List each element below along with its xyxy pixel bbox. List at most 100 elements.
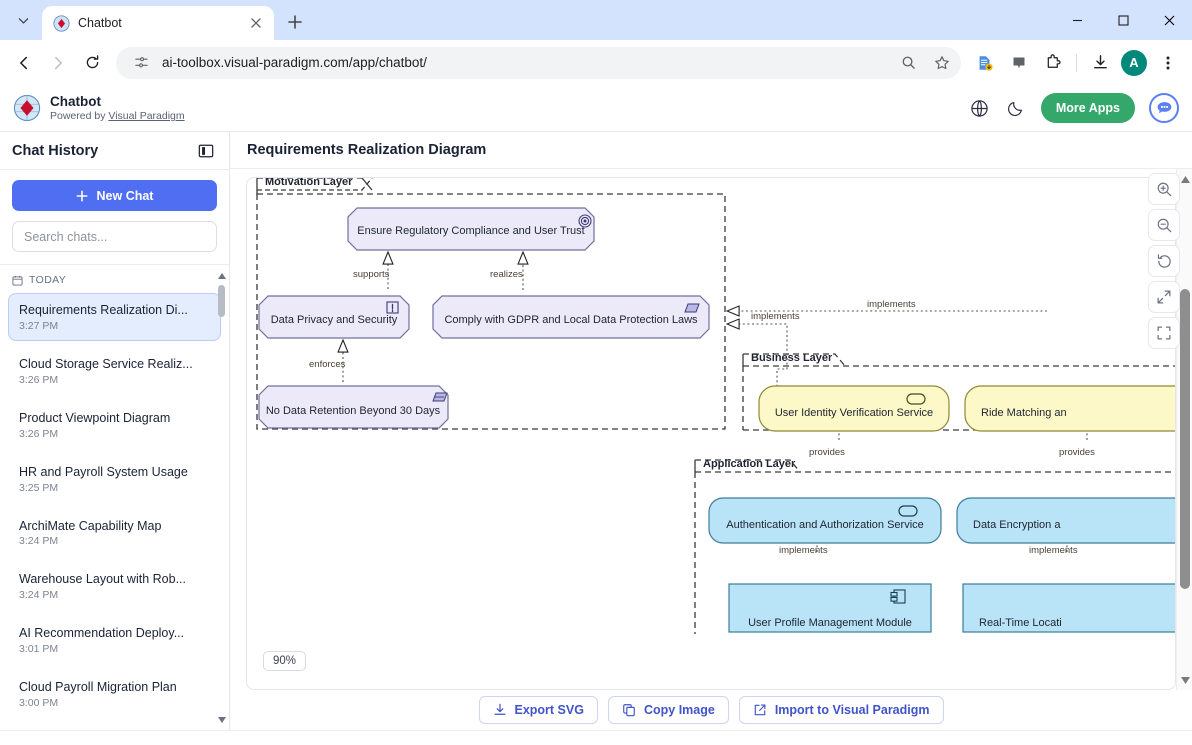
diagram-element-requirement[interactable]: Comply with GDPR and Local Data Protecti… — [432, 295, 710, 339]
chat-list-item[interactable]: Cloud Payroll Migration Plan 3:00 PM — [8, 670, 221, 718]
chat-item-time: 3:26 PM — [19, 373, 59, 386]
scroll-up-arrow-icon[interactable] — [217, 271, 226, 280]
window-maximize-button[interactable] — [1100, 0, 1146, 40]
tab-search-chevron-icon[interactable] — [4, 3, 42, 37]
new-chat-label: New Chat — [96, 188, 154, 203]
profile-avatar[interactable]: A — [1121, 49, 1147, 76]
copy-image-button[interactable]: Copy Image — [607, 696, 729, 724]
site-settings-icon[interactable] — [128, 50, 154, 76]
scroll-down-arrow-icon[interactable] — [217, 715, 226, 724]
more-apps-button[interactable]: More Apps — [1040, 93, 1135, 123]
connection-label: enforces — [309, 359, 346, 370]
page-scrollbar[interactable] — [1176, 169, 1192, 690]
address-bar[interactable]: ai-toolbox.visual-paradigm.com/app/chatb… — [116, 46, 961, 79]
chat-list-item[interactable]: ArchiMate Capability Map 3:24 PM — [8, 509, 221, 557]
diagram-header: Requirements Realization Diagram — [230, 132, 1192, 169]
chat-item-time: 3:26 PM — [19, 427, 59, 440]
page-scroll-up-icon[interactable] — [1177, 171, 1192, 187]
app-subtitle-prefix: Powered by — [50, 110, 109, 123]
sidebar-header: Chat History — [0, 132, 229, 170]
tab-close-icon[interactable] — [246, 13, 266, 33]
element-label: Data Privacy and Security — [271, 314, 398, 326]
reload-icon[interactable] — [76, 47, 108, 79]
app-title: Chatbot — [50, 93, 101, 109]
window-minimize-button[interactable] — [1054, 0, 1100, 40]
chat-item-name: AI Recommendation Deploy... — [19, 626, 185, 641]
chat-group-label: TODAY — [29, 274, 67, 286]
diagram-canvas[interactable]: Motivation Layer Business Layer Applicat… — [246, 177, 1176, 690]
principle-icon — [386, 301, 399, 314]
export-svg-label: Export SVG — [514, 703, 584, 717]
element-label: Ensure Regulatory Compliance and User Tr… — [357, 225, 584, 237]
back-icon[interactable] — [8, 47, 40, 79]
layer-label-motivation: Motivation Layer — [265, 177, 353, 188]
connection-label: realizes — [490, 269, 523, 280]
service-icon — [898, 505, 918, 517]
diagram-element-constraint[interactable]: No Data Retention Beyond 30 Days — [258, 385, 449, 429]
search-input[interactable] — [12, 221, 217, 252]
fit-screen-button[interactable] — [1148, 281, 1180, 313]
download-icon[interactable] — [1084, 47, 1116, 79]
page-scroll-down-icon[interactable] — [1177, 672, 1192, 688]
diagram-element-principle[interactable]: Data Privacy and Security — [258, 295, 410, 339]
chat-list-item[interactable]: HR and Payroll System Usage 3:25 PM — [8, 455, 221, 503]
reset-zoom-button[interactable] — [1148, 245, 1180, 277]
element-label: No Data Retention Beyond 30 Days — [266, 405, 441, 417]
dark-mode-moon-icon[interactable] — [1005, 97, 1027, 119]
bookmark-star-icon[interactable] — [929, 50, 955, 76]
requirement-icon — [684, 303, 700, 313]
chat-list-item[interactable]: Warehouse Layout with Rob... 3:24 PM — [8, 562, 221, 610]
import-to-visual-paradigm-button[interactable]: Import to Visual Paradigm — [738, 696, 944, 724]
diagram-tools — [1136, 169, 1192, 349]
zoom-level-badge[interactable]: 90% — [263, 651, 307, 671]
connection-label: provides — [1059, 447, 1095, 458]
page-scroll-thumb[interactable] — [1180, 289, 1190, 589]
zoom-in-button[interactable] — [1148, 173, 1180, 205]
chat-group-header: TODAY — [0, 274, 229, 293]
copy-icon — [623, 704, 635, 717]
sidebar-scroll-thumb[interactable] — [218, 285, 225, 317]
export-svg-button[interactable]: Export SVG — [478, 696, 598, 724]
diagram-element-application-service[interactable]: Authentication and Authorization Service — [708, 497, 942, 544]
fullscreen-button[interactable] — [1148, 317, 1180, 349]
new-chat-button[interactable]: New Chat — [12, 180, 217, 211]
chat-item-time: 3:27 PM — [19, 319, 59, 332]
window-close-button[interactable] — [1146, 0, 1192, 40]
chatbot-avatar-icon[interactable] — [1149, 93, 1179, 123]
language-globe-icon[interactable] — [969, 97, 991, 119]
sidebar-scrollbar[interactable] — [217, 271, 226, 724]
diagram-element-goal[interactable]: Ensure Regulatory Compliance and User Tr… — [347, 207, 595, 251]
chat-list-item[interactable]: Cloud Storage Service Realiz... 3:26 PM — [8, 347, 221, 395]
import-vp-label: Import to Visual Paradigm — [774, 703, 930, 717]
browser-tab[interactable]: Chatbot — [42, 6, 274, 40]
browser-menu-kebab-icon[interactable] — [1152, 47, 1184, 79]
new-tab-button[interactable] — [280, 7, 310, 37]
chat-list-item[interactable]: Product Viewpoint Diagram 3:26 PM — [8, 401, 221, 449]
search-icon[interactable] — [895, 50, 921, 76]
sidebar-title: Chat History — [12, 142, 99, 159]
connection-label: provides — [809, 447, 845, 458]
chat-list[interactable]: TODAY Requirements Realization Di... 3:2… — [0, 265, 229, 730]
sidebar-collapse-icon[interactable] — [195, 140, 217, 162]
diagram-element-application-component-clipped[interactable]: Real-Time Locati — [962, 583, 1176, 633]
diagram-element-application-service-clipped[interactable]: Data Encryption a — [956, 497, 1176, 544]
layer-label-application: Application Layer — [703, 458, 796, 470]
toolbar-divider — [1076, 53, 1077, 72]
diagram-element-business-service[interactable]: User Identity Verification Service — [758, 385, 950, 432]
diagram-action-bar: Export SVG Copy Image Import to Visual P… — [230, 690, 1192, 730]
forward-icon[interactable] — [42, 47, 74, 79]
connection-label: implements — [867, 299, 916, 310]
external-link-icon — [754, 704, 766, 716]
extensions-puzzle-icon[interactable] — [1037, 47, 1069, 79]
visual-paradigm-favicon-icon — [53, 14, 70, 32]
visual-paradigm-link[interactable]: Visual Paradigm — [108, 110, 185, 123]
zoom-out-button[interactable] — [1148, 209, 1180, 241]
diagram-element-application-component[interactable]: User Profile Management Module — [728, 583, 932, 633]
element-label: Comply with GDPR and Local Data Protecti… — [444, 314, 698, 326]
diagram-element-business-service-clipped[interactable]: Ride Matching an — [964, 385, 1176, 432]
chat-list-item[interactable]: AI Recommendation Deploy... 3:01 PM — [8, 616, 221, 664]
connection-label: implements — [751, 311, 800, 322]
chat-list-item[interactable]: Requirements Realization Di... 3:27 PM — [8, 293, 221, 341]
extension-pin-icon[interactable] — [1003, 47, 1035, 79]
extension-document-icon[interactable] — [969, 47, 1001, 79]
